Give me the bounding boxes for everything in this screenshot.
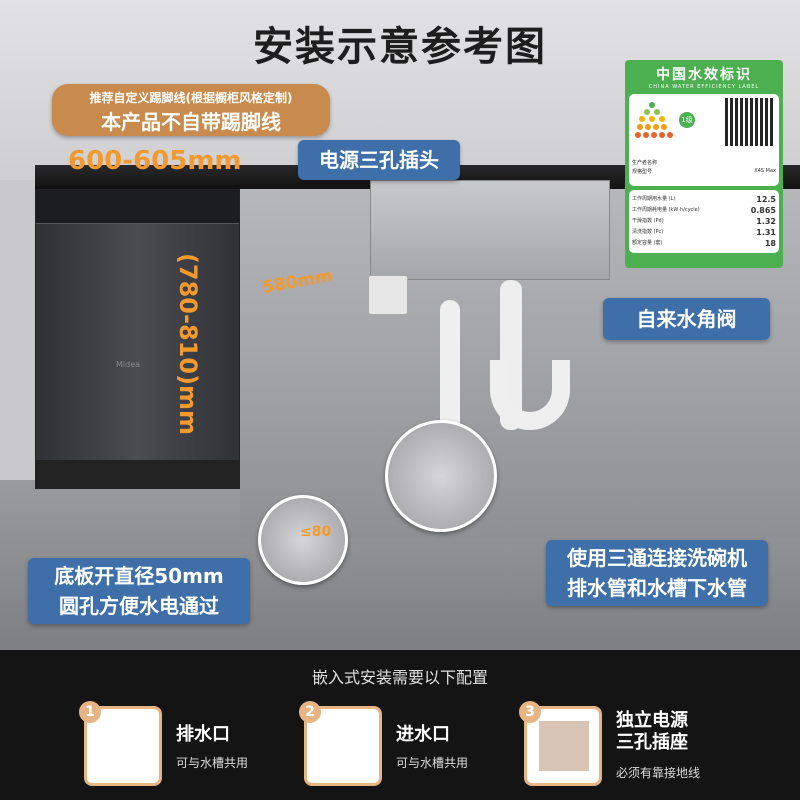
callout-tee-line2: 排水管和水槽下水管 [567, 576, 747, 600]
callout-hole-line1: 底板开直径50mm [54, 564, 224, 588]
water-drops-icon [635, 102, 673, 138]
callout-tee: 使用三通连接洗碗机 排水管和水槽下水管 [546, 540, 768, 606]
label-title: 中国水效标识 [656, 67, 752, 83]
label-values-box: 工作周期用水量 (L)12.5 工作周期耗电量 (kW·h/cycle)0.86… [629, 190, 779, 253]
requirement-sub: 必须有靠接地线 [616, 766, 701, 780]
kickboard-note: 推荐自定义踢脚线(根据橱柜风格定制) 本产品不自带踢脚线 [52, 84, 330, 136]
requirement-title-line1: 独立电源 [616, 710, 688, 731]
producer-row: 生产者名称 [632, 160, 658, 166]
callout-tee-line1: 使用三通连接洗碗机 [567, 546, 747, 570]
socket-icon [539, 721, 589, 771]
callout-hole: 底板开直径50mm 圆孔方便水电通过 [28, 558, 250, 624]
requirement-title: 进水口 [396, 724, 450, 745]
page-title: 安装示意参考图 [253, 24, 547, 70]
label-row: 工作周期耗电量 (kW·h/cycle)0.865 [632, 206, 776, 215]
hole-detail-inset [258, 495, 348, 585]
label-row: 工作周期用水量 (L)12.5 [632, 195, 776, 204]
dishwasher-brand: Midea [116, 360, 141, 369]
callout-valve: 自来水角阀 [603, 298, 770, 340]
requirements-title: 嵌入式安装需要以下配置 [311, 668, 488, 687]
dishwasher-kickplate [36, 460, 239, 488]
callout-socket: 电源三孔插头 [298, 140, 460, 180]
label-row: 额定容量 (套)18 [632, 239, 776, 248]
left-cabinet [0, 180, 35, 480]
sink [370, 180, 610, 280]
qr-code [725, 98, 773, 146]
dishwasher: Midea [35, 189, 240, 489]
width-dimension: 600-605mm [68, 146, 242, 176]
kickboard-note-main: 本产品不自带踢脚线 [101, 110, 281, 134]
tee-detail-inset [385, 420, 497, 532]
power-outlet [368, 275, 408, 315]
label-row: 干燥指数 (Pd)1.32 [632, 217, 776, 226]
requirement-title: 排水口 [176, 724, 230, 745]
dishwasher-control-panel [36, 190, 239, 224]
max-height-note: ≤80 [300, 524, 332, 540]
label-subtitle: CHINA WATER EFFICIENCY LABEL [648, 84, 760, 90]
kickboard-note-sub: 推荐自定义踢脚线(根据橱柜风格定制) [89, 91, 293, 105]
efficiency-level: 1级 [679, 112, 695, 128]
requirement-sub: 可与水槽共用 [176, 756, 249, 770]
label-row: 清洗指数 (Pc)1.31 [632, 228, 776, 237]
requirement-sub: 可与水槽共用 [396, 756, 469, 770]
callout-hole-line2: 圆孔方便水电通过 [59, 594, 219, 618]
angle-valve-image: 2 [299, 701, 382, 786]
water-efficiency-label: 中国水效标识 CHINA WATER EFFICIENCY LABEL 1级 生… [625, 60, 783, 268]
height-dimension: (780-810)mm [174, 252, 202, 436]
requirement-title-line2: 三孔插座 [616, 732, 688, 753]
floor-drain-image: 1 [79, 701, 162, 786]
socket-image: 3 [519, 701, 602, 786]
